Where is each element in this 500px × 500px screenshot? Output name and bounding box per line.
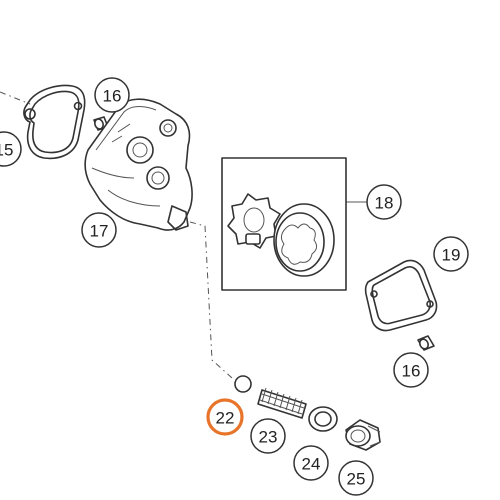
callout-label: 16 <box>103 87 122 106</box>
rotor-shaft <box>245 233 261 245</box>
gasket-right <box>364 259 438 332</box>
pressure-spring <box>257 387 307 419</box>
callout-label: 16 <box>402 362 421 381</box>
callout-16-bottom[interactable]: 16 <box>393 352 429 388</box>
housing-rotor-seat <box>146 166 170 190</box>
callout-label: 19 <box>442 246 461 265</box>
outer-rotor <box>273 203 335 277</box>
callout-15[interactable]: 15 <box>0 131 22 167</box>
dowel-pin-bottom <box>417 335 435 351</box>
gasket-bolt-hole <box>24 108 36 120</box>
callout-label: 15 <box>0 141 13 160</box>
washer <box>308 406 338 432</box>
leader-lines <box>0 91 368 379</box>
rotor-detail-box <box>221 157 347 291</box>
housing-bolt-boss <box>159 119 177 137</box>
callout-23[interactable]: 23 <box>250 418 286 454</box>
callout-label: 22 <box>216 409 235 428</box>
callout-label: 18 <box>375 194 394 213</box>
callout-16-top[interactable]: 16 <box>94 77 130 113</box>
housing-shaft-bore <box>126 136 154 164</box>
callout-24[interactable]: 24 <box>293 445 329 481</box>
callout-label: 17 <box>90 222 109 241</box>
gasket-bolt-hole <box>426 300 434 308</box>
callout-label: 24 <box>302 455 321 474</box>
callout-19[interactable]: 19 <box>433 236 469 272</box>
gasket-bolt-hole <box>370 290 378 298</box>
callout-label: 23 <box>259 428 278 447</box>
leader-gasket-left <box>0 91 31 105</box>
check-ball <box>234 375 252 393</box>
callout-label: 25 <box>347 470 366 489</box>
oil-pump-housing <box>84 98 193 231</box>
gasket-bolt-hole <box>73 101 83 111</box>
callout-25[interactable]: 25 <box>338 460 374 496</box>
callout-18[interactable]: 18 <box>366 184 402 220</box>
callout-22-highlighted[interactable]: 22 <box>206 398 244 436</box>
gasket-left <box>23 84 86 160</box>
screw-plug <box>345 419 381 451</box>
callout-17[interactable]: 17 <box>81 212 117 248</box>
inner-rotor <box>227 193 281 249</box>
leader-pump-to-ball <box>189 221 233 379</box>
